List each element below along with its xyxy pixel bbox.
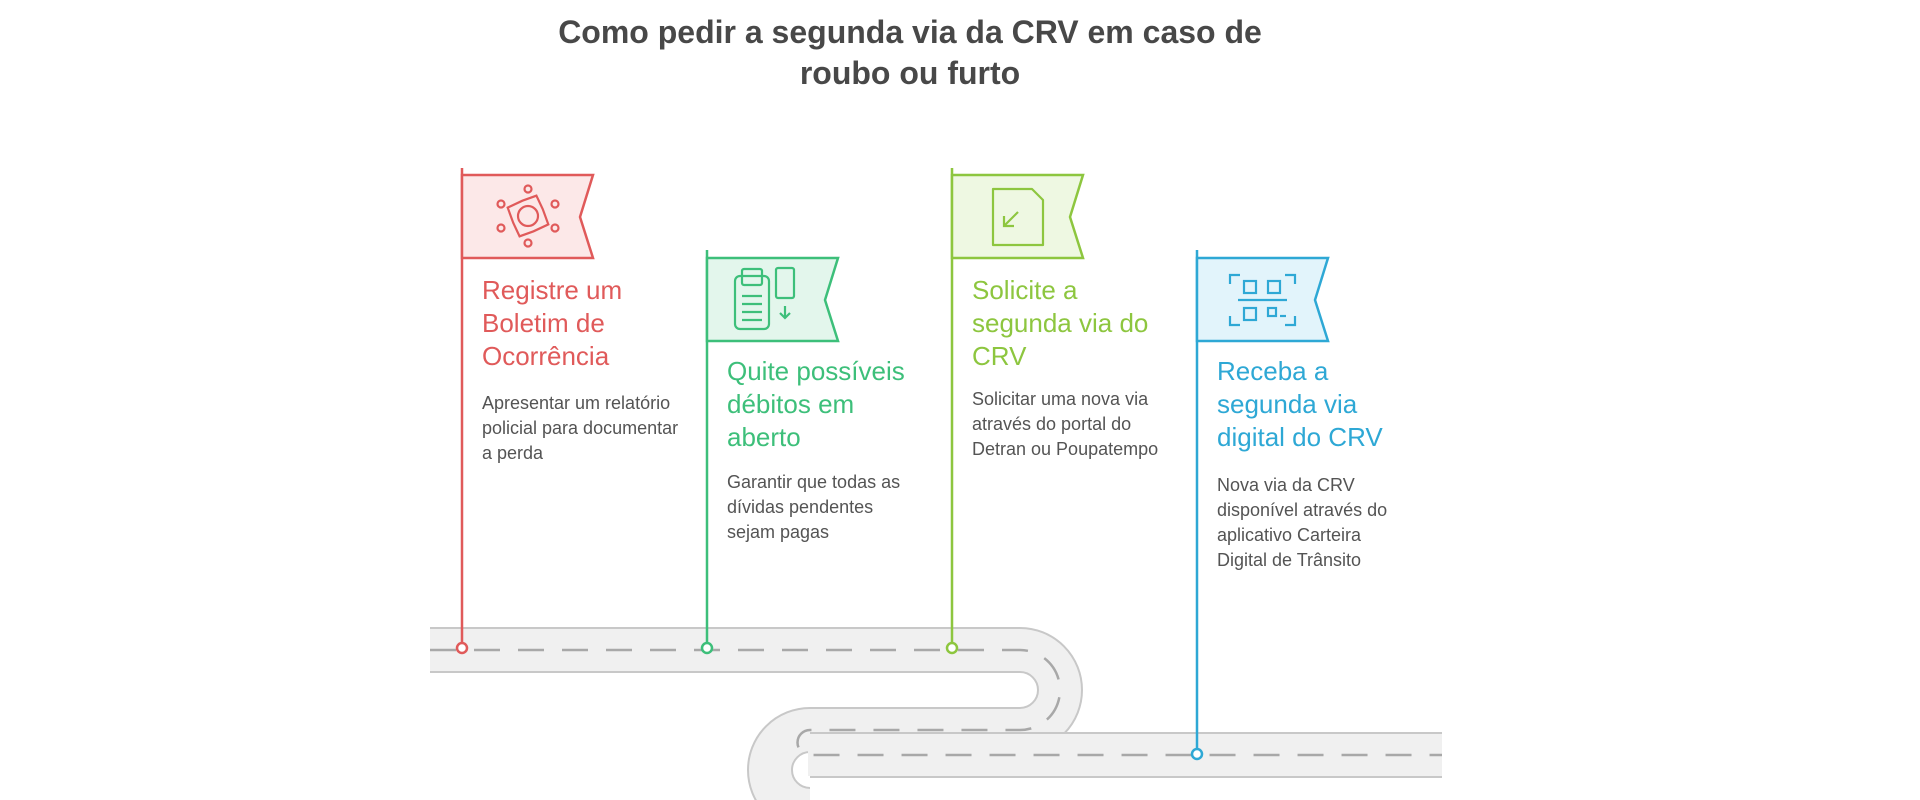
- step-2-flag: [705, 256, 840, 343]
- step-1-flag: [460, 173, 595, 260]
- step-1-marker: [455, 168, 595, 655]
- step-2-marker: [700, 250, 840, 655]
- document-request-icon: [991, 187, 1045, 247]
- payment-terminal-icon: [733, 266, 796, 331]
- step-3-description: Solicitar uma nova via através do portal…: [972, 389, 1159, 459]
- page-title: Como pedir a segunda via da CRV em caso …: [558, 14, 1262, 91]
- step-1-description: Apresentar um relatório policial para do…: [482, 393, 679, 463]
- step-1-node: [455, 641, 469, 655]
- step-1-title: Registre um Boletim de Ocorrência: [482, 275, 623, 371]
- step-3-marker: [945, 168, 1085, 655]
- step-4-node: [1190, 747, 1204, 761]
- step-4-marker: [1190, 250, 1330, 761]
- step-4-title: Receba a segunda via digital do CRV: [1217, 356, 1383, 452]
- road-clip-right: [1442, 720, 1482, 790]
- road-dashes: [430, 648, 1442, 757]
- step-3-node: [945, 641, 959, 655]
- qr-code-icon: [1228, 273, 1297, 327]
- road: [400, 600, 1482, 800]
- step-3-flag: [950, 173, 1085, 260]
- police-badge-icon: [496, 184, 560, 248]
- step-2-node: [700, 641, 714, 655]
- step-2-title: Quite possíveis débitos em aberto: [727, 356, 905, 452]
- road-clip-left: [400, 600, 430, 680]
- step-2-description: Garantir que todas as dívidas pendentes …: [727, 472, 901, 542]
- step-4-description: Nova via da CRV disponível através do ap…: [1217, 475, 1388, 570]
- step-3-title: Solicite a segunda via do CRV: [972, 275, 1149, 371]
